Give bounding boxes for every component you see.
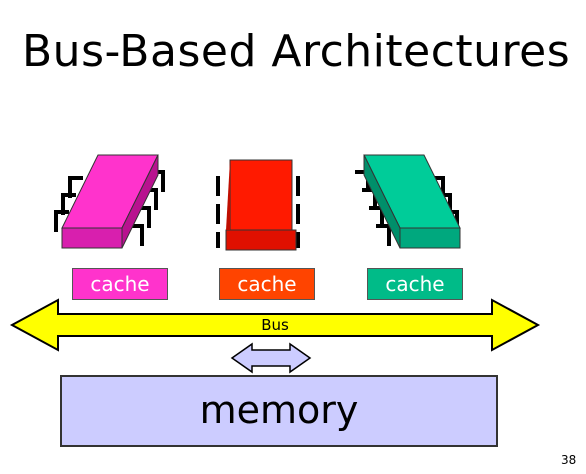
memory-block: memory [60,375,498,447]
cache-label-1: cache [72,268,168,300]
bus-arrow [9,298,541,352]
bus-label: Bus [261,316,289,334]
slide-title: Bus-Based Architectures [22,26,571,77]
processor-chip-3 [355,154,461,249]
memory-connector-arrow [230,342,312,374]
processor-chip-2 [216,159,300,251]
cache-label-2: cache [219,268,315,300]
cache-label-3: cache [367,268,463,300]
page-number: 38 [561,453,577,467]
processor-chip-1 [54,154,165,249]
